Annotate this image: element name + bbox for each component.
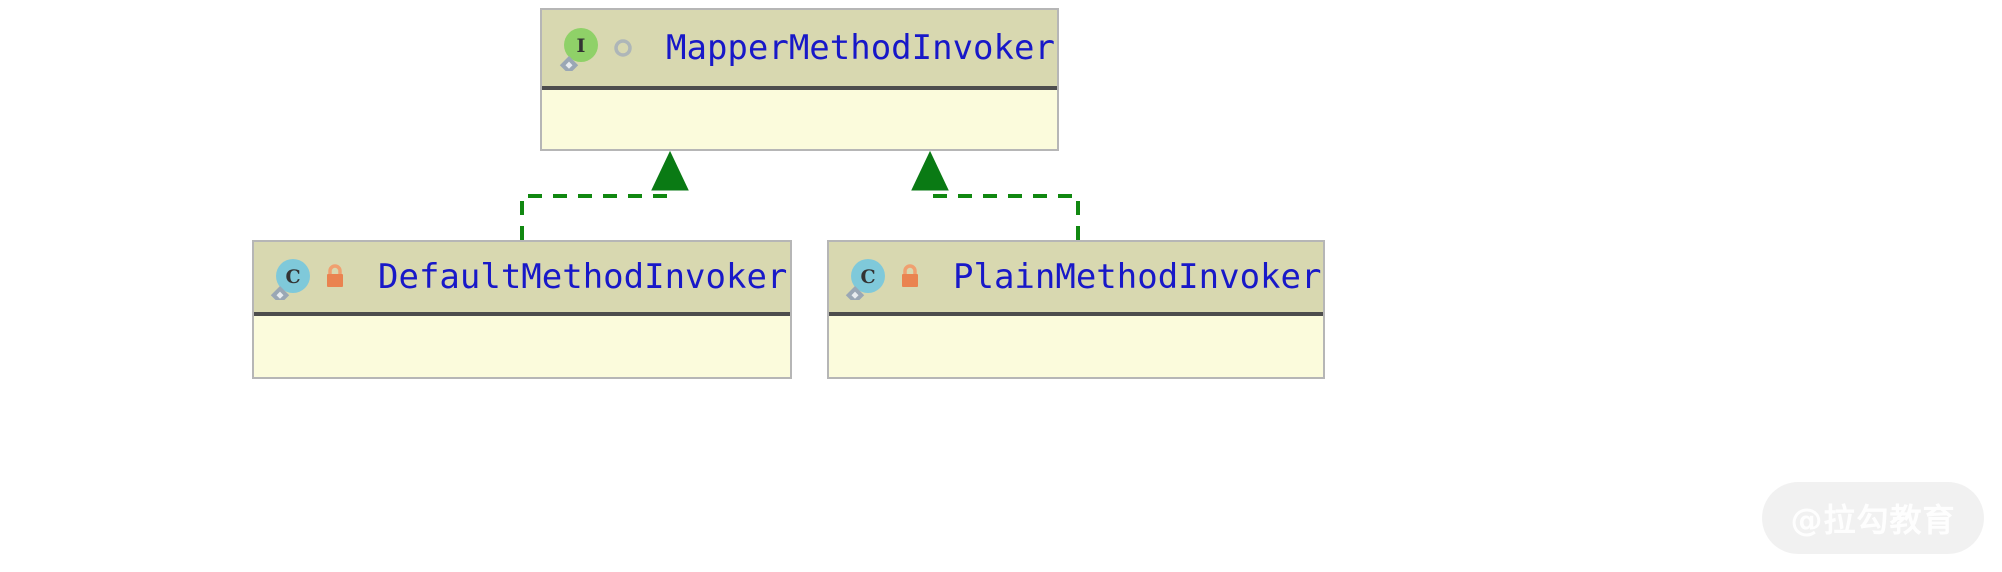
node-header: C DefaultMethodInvoker (254, 242, 790, 316)
node-header: C PlainMethodInvoker (829, 242, 1323, 316)
watermark-badge: @拉勾教育 (1762, 482, 1984, 554)
uml-class-node-default-method-invoker[interactable]: C DefaultMethodInvoker (252, 240, 792, 379)
node-title: MapperMethodInvoker (666, 28, 1055, 68)
relation-plain-implements-mapper (911, 150, 1080, 240)
realization-line (520, 178, 672, 240)
realization-arrowhead (651, 150, 689, 191)
node-members-compartment (254, 316, 790, 377)
uml-class-node-mapper-method-invoker[interactable]: I MapperMethodInvoker (540, 8, 1059, 151)
realization-line (928, 178, 1080, 240)
node-members-compartment (542, 90, 1057, 149)
uml-class-node-plain-method-invoker[interactable]: C PlainMethodInvoker (827, 240, 1325, 379)
svg-text:C: C (285, 266, 300, 288)
public-circle-icon (608, 33, 638, 63)
node-header: I MapperMethodInvoker (542, 10, 1057, 90)
lock-icon (320, 262, 350, 292)
node-members-compartment (829, 316, 1323, 377)
class-icon: C (268, 254, 314, 300)
watermark-text: @拉勾教育 (1790, 501, 1956, 539)
svg-text:C: C (860, 266, 875, 288)
relation-default-implements-mapper (520, 150, 689, 240)
class-icon: C (843, 254, 889, 300)
realization-arrowhead (911, 150, 949, 191)
lock-icon (895, 262, 925, 292)
node-title: PlainMethodInvoker (953, 257, 1322, 297)
interface-icon: I (556, 25, 602, 71)
svg-text:I: I (577, 35, 586, 57)
node-title: DefaultMethodInvoker (378, 257, 788, 297)
